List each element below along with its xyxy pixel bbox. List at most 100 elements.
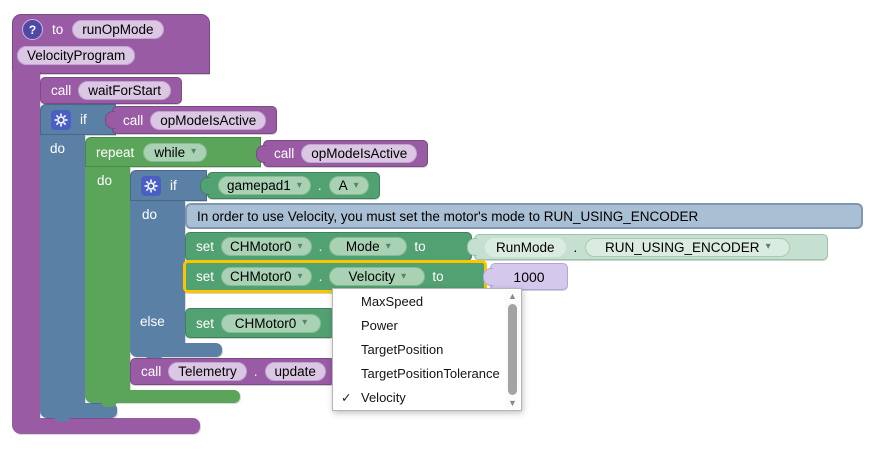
property-dropdown[interactable]: Velocity ▾: [329, 267, 426, 286]
repeat-mode-dropdown[interactable]: while ▾: [143, 142, 208, 162]
call-waitforstart-block[interactable]: call waitForStart: [40, 77, 183, 104]
procedure-parameter-field[interactable]: VelocityProgram: [17, 46, 136, 65]
set-label: set: [196, 239, 215, 254]
procedure-left-bar[interactable]: [12, 71, 40, 418]
inner-if-left-bar[interactable]: [130, 201, 185, 343]
property-dropdown-menu: MaxSpeed Power TargetPosition TargetPosi…: [332, 288, 522, 411]
outer-if-do-label: do: [50, 141, 66, 156]
opmodeisactive-method-field[interactable]: opModeIsActive: [301, 144, 418, 163]
call-label: call: [141, 364, 162, 379]
inner-if-block[interactable]: if: [130, 170, 207, 201]
to-label: to: [432, 269, 444, 284]
repeat-left-bar[interactable]: [85, 167, 130, 390]
else-set-motor-block[interactable]: set CHMotor0 ▾: [185, 308, 335, 338]
gamepad-device-value: gamepad1: [227, 178, 291, 193]
menu-item-targetposition[interactable]: TargetPosition: [333, 337, 521, 361]
menu-scrollbar[interactable]: ▲ ▼: [505, 290, 520, 409]
set-motor-velocity-block[interactable]: set CHMotor0 ▾ . Velocity ▾ to: [183, 260, 487, 293]
dropdown-arrow-icon: ▾: [297, 270, 303, 282]
call-opmodeisactive-block-1[interactable]: call opModeIsActive: [105, 106, 278, 134]
menu-item-label: TargetPosition: [361, 341, 444, 357]
gear-glyph: [144, 179, 158, 192]
opmodeisactive-method-field[interactable]: opModeIsActive: [150, 110, 267, 130]
menu-item-velocity[interactable]: ✓ Velocity: [333, 386, 521, 410]
repeat-label: repeat: [96, 144, 135, 160]
gamepad-button-value: A: [338, 178, 348, 193]
call-label: call: [51, 83, 72, 98]
call-opmodeisactive-block-2[interactable]: call opModeIsActive: [256, 140, 429, 167]
set-label: set: [196, 315, 215, 331]
motor-value: CHMotor0: [230, 269, 292, 284]
property-value: Velocity: [348, 269, 396, 284]
repeat-do-label: do: [97, 173, 113, 188]
motor-dropdown[interactable]: CHMotor0 ▾: [221, 267, 312, 286]
set-label: set: [196, 269, 215, 284]
inner-if-else-label: else: [140, 314, 165, 329]
gamepad-a-block[interactable]: gamepad1 ▾ . A ▾: [200, 172, 380, 199]
help-icon[interactable]: ?: [22, 19, 43, 40]
dropdown-arrow-icon: ▾: [353, 179, 359, 191]
menu-item-maxspeed[interactable]: MaxSpeed: [333, 289, 521, 313]
value-connector-tab: [105, 111, 115, 129]
menu-item-label: TargetPositionTolerance: [361, 366, 500, 382]
call-label: call: [274, 146, 295, 161]
procedure-bottom-bar[interactable]: [12, 418, 200, 434]
dot-separator: .: [573, 239, 578, 255]
inner-if-do-label: do: [142, 207, 158, 222]
scrollbar-thumb[interactable]: [508, 304, 517, 395]
value-connector-tab: [200, 176, 210, 195]
dropdown-arrow-icon: ▾: [302, 317, 308, 328]
outer-if-bottom-notch: [54, 416, 70, 422]
menu-item-targetpositiontolerance[interactable]: TargetPositionTolerance: [333, 362, 521, 386]
value-connector-tab: [483, 267, 493, 286]
value-connector-tab: [467, 238, 477, 256]
telemetry-object-field[interactable]: Telemetry: [168, 362, 247, 381]
dot-separator: .: [253, 364, 258, 379]
to-label: to: [414, 239, 426, 254]
velocity-number-value[interactable]: 1000: [513, 268, 545, 285]
menu-item-label: Power: [361, 317, 398, 333]
repeat-bottom-notch: [101, 401, 117, 407]
gear-icon[interactable]: [51, 109, 71, 130]
property-value: Mode: [345, 239, 380, 254]
gamepad-button-dropdown[interactable]: A ▾: [328, 176, 369, 195]
runmode-option-dropdown[interactable]: RUN_USING_ENCODER ▾: [585, 237, 791, 257]
inner-if-label: if: [170, 178, 177, 193]
gamepad-device-dropdown[interactable]: gamepad1 ▾: [218, 176, 311, 195]
call-telemetry-update-block[interactable]: call Telemetry . update: [130, 358, 335, 385]
gear-glyph: [54, 113, 68, 126]
repeat-bottom-bar[interactable]: [85, 390, 240, 403]
dropdown-arrow-icon: ▾: [297, 240, 303, 252]
dropdown-arrow-icon: ▾: [401, 270, 407, 282]
runmode-option-value: RUN_USING_ENCODER: [605, 239, 760, 255]
telemetry-method-field[interactable]: update: [264, 362, 326, 381]
runmode-type-label: RunMode: [485, 237, 566, 257]
procedure-block-runopmode[interactable]: ? to runOpMode VelocityProgram: [12, 14, 210, 74]
waitforstart-method-field[interactable]: waitForStart: [78, 81, 172, 100]
procedure-name-field[interactable]: runOpMode: [72, 20, 164, 39]
menu-item-label: MaxSpeed: [361, 293, 424, 309]
value-connector-tab: [256, 144, 266, 163]
velocity-number-block[interactable]: 1000: [483, 263, 568, 290]
outer-if-bottom-bar[interactable]: [40, 403, 117, 418]
comment-text: In order to use Velocity, you must set t…: [197, 208, 699, 224]
gear-icon[interactable]: [141, 175, 161, 196]
motor-dropdown[interactable]: CHMotor0 ▾: [221, 237, 312, 256]
set-motor-mode-block[interactable]: set CHMotor0 ▾ . Mode ▾ to: [185, 232, 472, 261]
outer-if-block[interactable]: if: [40, 104, 116, 135]
runmode-value-block[interactable]: RunMode . RUN_USING_ENCODER ▾: [467, 234, 828, 260]
scroll-down-icon[interactable]: ▼: [508, 398, 517, 408]
repeat-while-block[interactable]: repeat while ▾: [85, 137, 261, 167]
property-dropdown[interactable]: Mode ▾: [329, 237, 408, 256]
check-icon: ✓: [341, 391, 352, 406]
menu-item-power[interactable]: Power: [333, 313, 521, 337]
outer-if-left-bar[interactable]: [40, 135, 85, 403]
comment-block[interactable]: In order to use Velocity, you must set t…: [185, 203, 863, 229]
motor-dropdown[interactable]: CHMotor0 ▾: [221, 313, 322, 333]
scroll-up-icon[interactable]: ▲: [508, 291, 517, 301]
inner-if-bottom-bar[interactable]: [130, 343, 222, 357]
dot-separator: .: [318, 269, 323, 284]
dropdown-arrow-icon: ▾: [296, 179, 302, 191]
dropdown-arrow-icon: ▾: [765, 241, 771, 252]
